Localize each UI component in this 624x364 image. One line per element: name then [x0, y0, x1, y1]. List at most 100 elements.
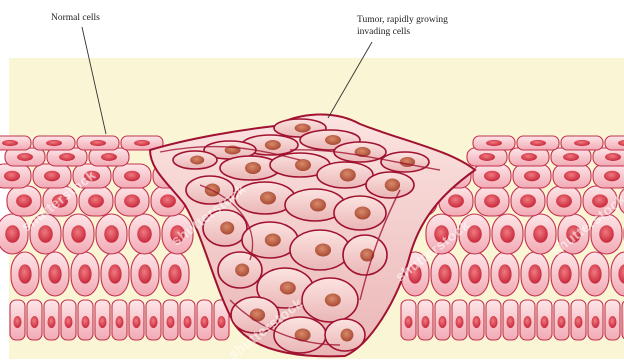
cell-nucleus: [99, 316, 107, 328]
cell-nucleus: [184, 316, 192, 328]
tumor-nucleus: [260, 192, 276, 205]
tumor-nucleus: [245, 162, 261, 174]
cell-nucleus: [564, 171, 580, 182]
cell-nucleus: [438, 264, 451, 283]
cell-nucleus: [507, 316, 515, 328]
cell-nucleus: [134, 140, 150, 146]
cell-nucleus: [574, 140, 590, 146]
cell-nucleus: [14, 316, 22, 328]
cell-nucleus: [218, 316, 226, 328]
cell-nucleus: [18, 264, 31, 283]
cell-nucleus: [90, 140, 106, 146]
cell-nucleus: [473, 316, 481, 328]
cell-nucleus: [588, 264, 601, 283]
cell-nucleus: [65, 316, 73, 328]
cell-nucleus: [78, 264, 91, 283]
cell-nucleus: [592, 194, 608, 207]
cell-nucleus: [170, 225, 185, 243]
tumor-nucleus: [265, 140, 281, 150]
tumor-nucleus: [310, 199, 326, 212]
cell-nucleus: [524, 171, 540, 182]
cell-nucleus: [604, 171, 620, 182]
cell-nucleus: [405, 316, 413, 328]
tumor-nucleus: [295, 159, 311, 171]
cell-nucleus: [101, 153, 117, 161]
tumor-nucleus: [325, 294, 341, 307]
cell-nucleus: [4, 171, 20, 182]
tumor-nucleus: [340, 169, 356, 182]
cell-nucleus: [575, 316, 583, 328]
cell-nucleus: [124, 194, 140, 207]
tumor-nucleus: [265, 234, 281, 247]
cell-nucleus: [71, 225, 86, 243]
tumor-nucleus: [385, 179, 400, 192]
tumor-nucleus: [250, 309, 265, 322]
cell-nucleus: [133, 316, 141, 328]
cell-nucleus: [108, 264, 121, 283]
tumor-nucleus: [235, 264, 249, 277]
cell-nucleus: [124, 171, 140, 182]
cell-nucleus: [59, 153, 75, 161]
label-tumor-line2: invading cells: [357, 26, 448, 38]
cell-nucleus: [521, 153, 537, 161]
cell-nucleus: [530, 140, 546, 146]
cell-nucleus: [31, 316, 39, 328]
cell-nucleus: [17, 153, 33, 161]
cell-nucleus: [563, 153, 579, 161]
cell-nucleus: [468, 264, 481, 283]
cell-nucleus: [439, 316, 447, 328]
cell-nucleus: [456, 316, 464, 328]
cell-nucleus: [84, 171, 100, 182]
cell-nucleus: [448, 194, 464, 207]
cell-nucleus: [82, 316, 90, 328]
cell-nucleus: [484, 194, 500, 207]
cell-nucleus: [46, 140, 62, 146]
cell-nucleus: [116, 316, 124, 328]
label-normal-cells: Normal cells: [51, 12, 100, 24]
cell-nucleus: [48, 264, 61, 283]
cell-nucleus: [556, 194, 572, 207]
cell-nucleus: [566, 225, 581, 243]
cell-nucleus: [422, 316, 430, 328]
cell-nucleus: [490, 316, 498, 328]
tumor-nucleus: [315, 244, 331, 257]
tumor-nucleus: [190, 156, 204, 165]
cell-nucleus: [605, 153, 621, 161]
cell-nucleus: [541, 316, 549, 328]
cell-nucleus: [408, 264, 421, 283]
cell-nucleus: [558, 316, 566, 328]
cell-nucleus: [592, 316, 600, 328]
tumor-nucleus: [220, 222, 234, 235]
cell-nucleus: [167, 316, 175, 328]
cell-nucleus: [104, 225, 119, 243]
tumor-nucleus: [325, 135, 341, 145]
cell-nucleus: [533, 225, 548, 243]
tumor-nucleus: [341, 329, 354, 342]
label-tumor-line1: Tumor, rapidly growing: [357, 14, 448, 26]
tumor-nucleus: [295, 124, 311, 133]
cell-nucleus: [48, 316, 56, 328]
cell-nucleus: [160, 194, 176, 207]
cell-nucleus: [52, 194, 68, 207]
cell-nucleus: [524, 316, 532, 328]
cell-nucleus: [479, 153, 495, 161]
cell-nucleus: [5, 225, 20, 243]
cell-nucleus: [38, 225, 53, 243]
cell-nucleus: [2, 140, 18, 146]
cell-nucleus: [558, 264, 571, 283]
cell-nucleus: [138, 264, 151, 283]
cell-nucleus: [16, 194, 32, 207]
cell-nucleus: [201, 316, 209, 328]
cell-nucleus: [150, 316, 158, 328]
cell-nucleus: [599, 225, 614, 243]
tumor-nucleus: [355, 207, 371, 220]
cell-nucleus: [528, 264, 541, 283]
label-tumor: Tumor, rapidly growing invading cells: [357, 14, 448, 38]
cell-nucleus: [484, 171, 500, 182]
tumor-nucleus: [280, 282, 296, 295]
cell-nucleus: [434, 225, 449, 243]
cell-nucleus: [486, 140, 502, 146]
cell-nucleus: [137, 225, 152, 243]
